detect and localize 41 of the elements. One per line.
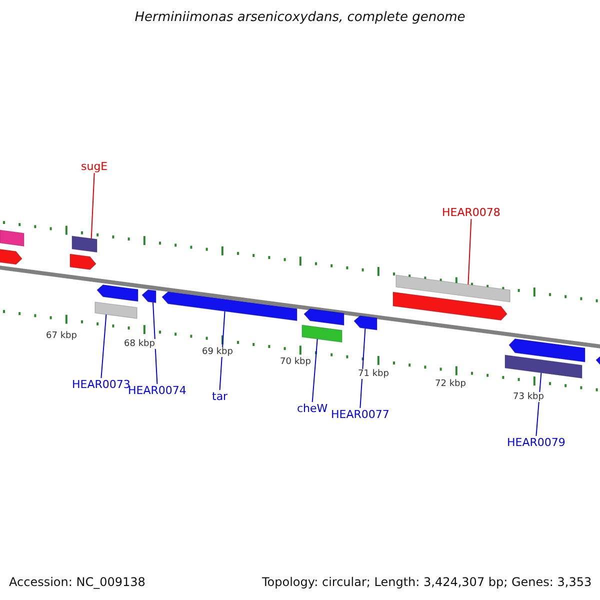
gene-bar: [396, 274, 510, 302]
scale-label: 67 kbp: [45, 331, 78, 341]
gene-label: HEAR0078: [442, 206, 500, 219]
gene-feature: [70, 254, 96, 270]
gene-feature: [304, 308, 344, 326]
gene-bar: [504, 354, 582, 379]
scale-label: 69 kbp: [201, 347, 234, 357]
leader-line: [360, 328, 366, 408]
gene-feature: [0, 248, 22, 265]
gene-bar: [0, 230, 24, 247]
gene-label: HEAR0073: [72, 378, 130, 391]
scale-label: 68 kbp: [123, 339, 156, 349]
diagram-title: Herminiimonas arsenicoxydans, complete genome: [134, 10, 466, 25]
scale-label: 72 kbp: [434, 379, 467, 389]
gene-label: sugE: [81, 160, 108, 173]
scale-label: 73 kbp: [512, 392, 545, 402]
gene-feature: [162, 291, 298, 322]
gene-label: HEAR0077: [331, 408, 390, 421]
gene-label: HEAR0079: [507, 436, 566, 449]
gene-feature: [508, 338, 586, 362]
leader-line: [468, 218, 472, 286]
leader-line: [90, 172, 95, 240]
gene-feature: [96, 284, 138, 302]
leader-line: [219, 310, 226, 390]
gene-bar: [302, 324, 342, 343]
gene-label: cheW: [297, 402, 328, 415]
gene-feature: [142, 289, 156, 304]
scale-label: 71 kbp: [357, 369, 390, 379]
leader-line: [536, 372, 542, 436]
gene-feature: [354, 315, 378, 330]
gene-bar: [94, 302, 138, 319]
gene-bar: [72, 236, 98, 253]
leader-line: [152, 302, 158, 384]
gene-label: tar: [212, 390, 228, 403]
footer-text: Topology: circular; Length: 3,424,307 bp; Genes: 3,353: [262, 575, 592, 589]
leader-line: [312, 338, 318, 402]
leader-line: [100, 314, 107, 378]
gene-feature: [392, 292, 508, 321]
scale-label: 70 kbp: [279, 357, 312, 367]
gene-label: HEAR0074: [128, 384, 186, 397]
footer-text: Accession: NC_009138: [9, 575, 146, 589]
